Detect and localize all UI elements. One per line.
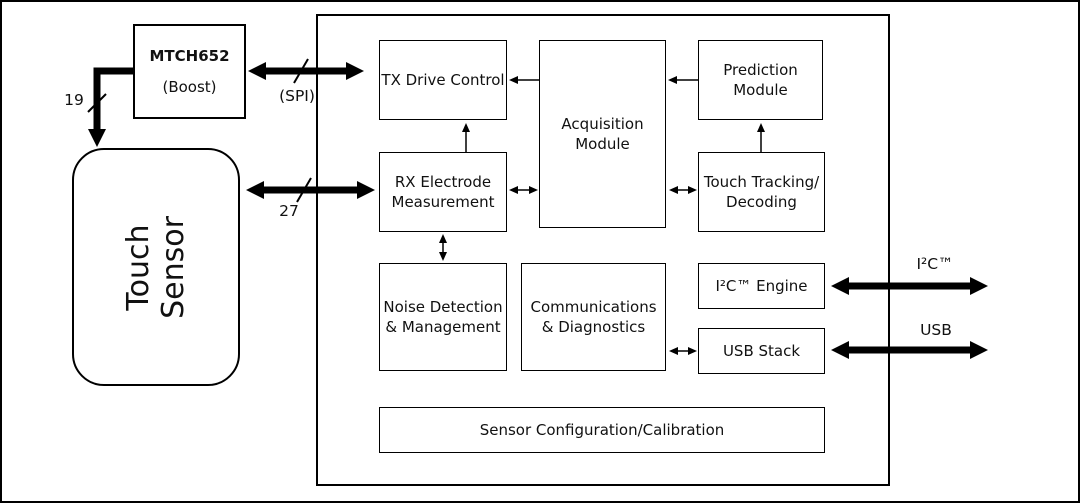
block-prediction-module: Prediction Module	[698, 40, 823, 120]
block-i2c-engine: I²C™ Engine	[698, 263, 825, 309]
mtch652-block: MTCH652 (Boost)	[133, 24, 246, 119]
block-label: Decoding	[726, 193, 797, 211]
bus-width-27-label: 27	[279, 202, 299, 220]
mtch652-title: MTCH652	[149, 47, 230, 65]
touch-sensor-block: Touch Sensor	[72, 148, 240, 386]
bus-width-19-label: 19	[64, 91, 84, 109]
usb-interface-label: USB	[920, 321, 952, 339]
block-label: Noise Detection	[383, 297, 503, 316]
block-label: & Diagnostics	[541, 318, 646, 336]
block-label: Sensor Configuration/Calibration	[479, 420, 725, 439]
block-label: Communications	[530, 297, 657, 316]
mtch652-subtitle: (Boost)	[162, 78, 217, 96]
block-tx-drive-control: TX Drive Control	[379, 40, 507, 120]
block-sensor-configuration-calibration: Sensor Configuration/Calibration	[379, 407, 825, 453]
block-rx-electrode-measurement: RX Electrode Measurement	[379, 152, 507, 232]
block-label: Measurement	[391, 193, 495, 211]
block-label: & Management	[385, 318, 501, 336]
touch-sensor-label: Touch Sensor	[120, 215, 191, 319]
block-label: I²C™ Engine	[715, 276, 808, 295]
block-label: Touch Tracking/	[703, 172, 820, 191]
block-label: Acquisition	[561, 114, 644, 133]
block-label: Module	[733, 81, 788, 99]
block-communications-diagnostics: Communications & Diagnostics	[521, 263, 666, 371]
block-label: Prediction	[723, 60, 798, 79]
spi-bus-label: (SPI)	[279, 87, 315, 105]
block-acquisition-module: Acquisition Module	[539, 40, 666, 228]
block-label: Module	[575, 135, 630, 153]
block-label: USB Stack	[722, 341, 801, 360]
block-touch-tracking-decoding: Touch Tracking/ Decoding	[698, 152, 825, 232]
block-usb-stack: USB Stack	[698, 328, 825, 374]
block-label: TX Drive Control	[381, 70, 505, 89]
i2c-interface-label: I²C™	[916, 255, 954, 273]
block-label: RX Electrode	[394, 172, 492, 191]
block-noise-detection-management: Noise Detection & Management	[379, 263, 507, 371]
touch-sensor-line2: Sensor	[155, 215, 190, 319]
touch-sensor-line1: Touch	[120, 223, 156, 311]
